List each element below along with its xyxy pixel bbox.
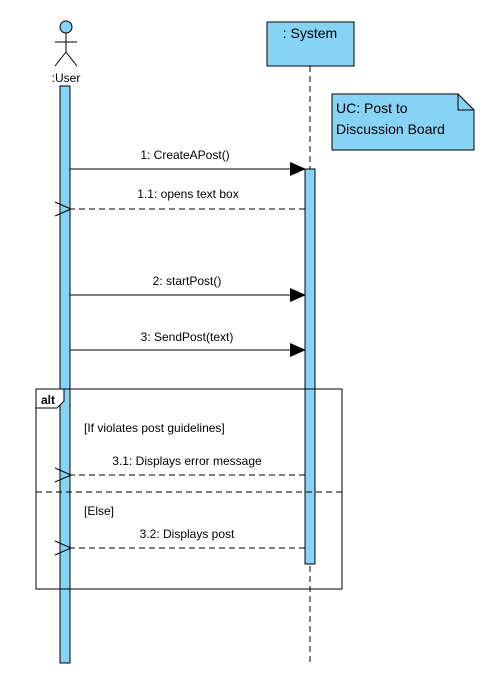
alt-fragment-tab [35, 388, 65, 409]
message-displays-post-label: 3.2: Displays post [140, 527, 235, 541]
alt-operator-label: alt [41, 393, 55, 407]
system-lifeline-header[interactable] [266, 21, 355, 67]
message-start-post-label: 2: startPost() [153, 274, 222, 288]
message-opens-text-box-label: 1.1: opens text box [137, 187, 238, 201]
user-activation-bar [59, 85, 71, 664]
alt-fragment-frame[interactable] [35, 388, 343, 590]
actor-left-leg [54, 51, 67, 67]
actor-label: :User [52, 71, 81, 85]
note-line-2: Discussion Board [336, 121, 445, 137]
note-line-1: UC: Post to [336, 100, 408, 116]
message-send-post-label: 3: SendPost(text) [141, 330, 234, 344]
alt-guard-violates: [If violates post guidelines] [84, 421, 225, 435]
system-activation-bar [304, 168, 316, 565]
actor-right-leg [65, 51, 78, 67]
actor-head [59, 20, 73, 34]
system-label: : System [283, 25, 337, 41]
note-folded-corner [457, 94, 474, 111]
user-actor-figure [54, 20, 78, 67]
use-case-note[interactable] [331, 93, 475, 151]
alt-guard-else: [Else] [84, 504, 114, 518]
message-create-a-post-label: 1: CreateAPost() [140, 148, 229, 162]
message-displays-error-label: 3.1: Displays error message [112, 454, 262, 468]
